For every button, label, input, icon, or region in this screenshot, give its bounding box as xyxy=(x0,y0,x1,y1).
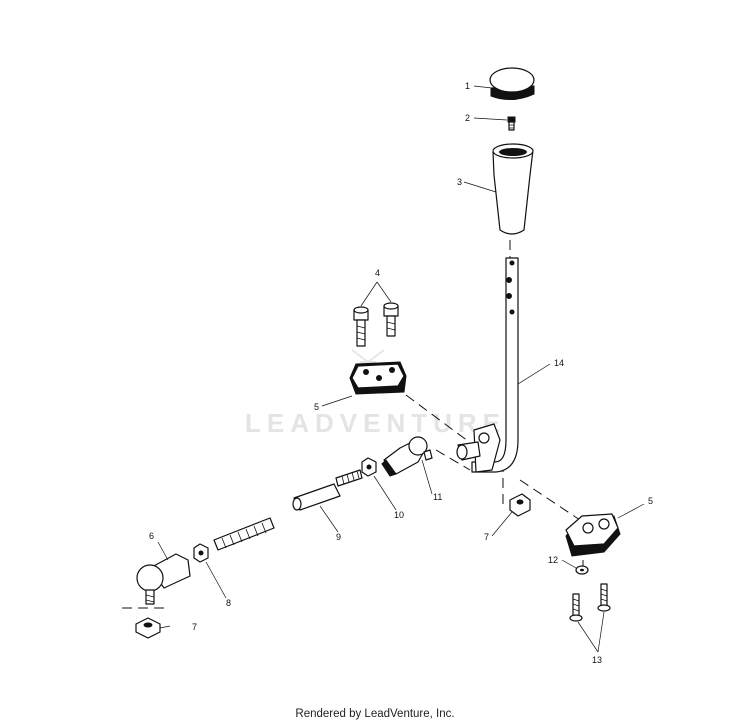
callout-13: 13 xyxy=(592,655,602,665)
callout-labels: 1 2 3 4 5 5 6 7 7 8 9 10 11 12 13 14 xyxy=(149,81,653,665)
leader-lines xyxy=(157,85,645,653)
part-6-ball-joint xyxy=(136,553,191,605)
callout-3: 3 xyxy=(457,177,462,187)
callout-8: 8 xyxy=(226,598,231,608)
callout-5-upper: 5 xyxy=(314,402,319,412)
part-1-knob-cap xyxy=(489,67,535,100)
part-10-nut xyxy=(361,457,377,477)
part-14-shift-lever xyxy=(456,257,519,473)
part-5-mount-block-upper xyxy=(349,361,407,395)
callout-7-right: 7 xyxy=(484,532,489,542)
part-7-nut-right xyxy=(509,493,531,517)
part-12-washer xyxy=(575,565,589,575)
callout-12: 12 xyxy=(548,555,558,565)
callout-9: 9 xyxy=(336,532,341,542)
callout-2: 2 xyxy=(465,113,470,123)
callout-1: 1 xyxy=(465,81,470,91)
part-3-handle-grip xyxy=(492,143,534,235)
callout-6: 6 xyxy=(149,531,154,541)
part-4-bolts xyxy=(353,302,399,347)
callout-10: 10 xyxy=(394,510,404,520)
part-5-mount-block-lower xyxy=(565,513,621,557)
watermark-logo xyxy=(351,349,385,364)
footer-credit: Rendered by LeadVenture, Inc. xyxy=(295,708,455,720)
part-8-nut xyxy=(193,543,209,563)
callout-7-left: 7 xyxy=(192,622,197,632)
part-11-rod-end xyxy=(381,436,433,477)
threaded-stud xyxy=(335,469,363,487)
callout-5-lower: 5 xyxy=(648,496,653,506)
callout-14: 14 xyxy=(554,358,564,368)
watermark: LEADVENTURE xyxy=(245,408,506,438)
callout-4: 4 xyxy=(375,268,380,278)
part-2-screw xyxy=(507,116,516,131)
part-13-bolts xyxy=(569,583,611,622)
threaded-rod xyxy=(213,517,275,551)
callout-11: 11 xyxy=(433,492,442,502)
part-7-nut-left xyxy=(135,617,161,639)
part-9-linkage-rod xyxy=(292,483,341,511)
